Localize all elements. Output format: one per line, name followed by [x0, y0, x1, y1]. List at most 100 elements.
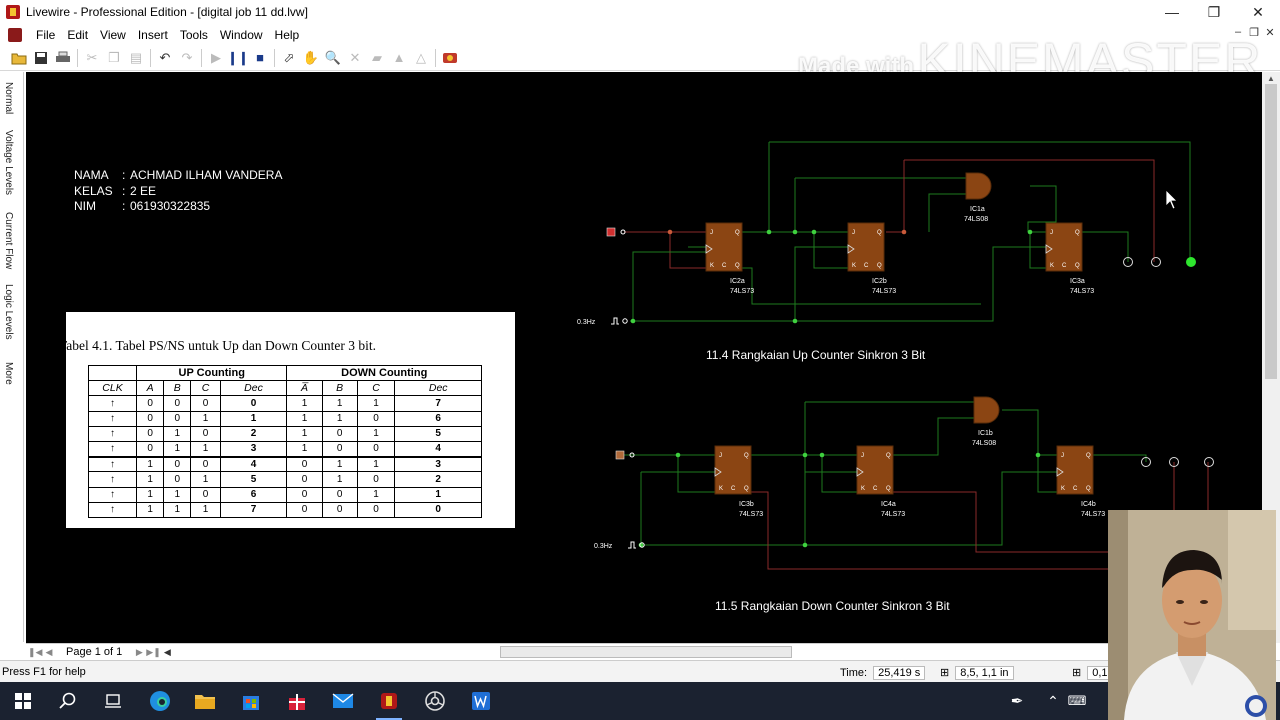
menu-window[interactable]: Window — [219, 27, 263, 42]
paste-icon[interactable]: ▤ — [129, 49, 143, 65]
first-page-icon[interactable]: ❚◀ — [28, 646, 43, 657]
menu-edit[interactable]: Edit — [67, 27, 89, 42]
last-page-icon[interactable]: ▶❚ — [146, 646, 161, 657]
clock-pin-icon[interactable] — [1045, 244, 1053, 254]
store-icon[interactable] — [232, 687, 270, 715]
switch-terminal[interactable] — [620, 229, 626, 235]
clock-source-icon[interactable] — [611, 317, 619, 325]
component-icon[interactable] — [439, 47, 461, 69]
undo-icon[interactable]: ↶ — [159, 49, 171, 65]
logic-toggle-switch[interactable] — [615, 450, 625, 460]
windows-start-icon[interactable] — [4, 687, 42, 715]
and-gate[interactable] — [973, 396, 1000, 424]
select-icon[interactable]: ⬀ — [283, 49, 295, 65]
schematic-canvas[interactable]: NAMA:ACHMAD ILHAM VANDERA KELAS:2 EE NIM… — [26, 72, 1262, 643]
menu-view[interactable]: View — [100, 27, 126, 42]
clock-pin-icon[interactable] — [856, 467, 864, 477]
next-page-icon[interactable]: ▶ — [135, 646, 143, 657]
cut-icon[interactable]: ✂ — [86, 49, 98, 65]
tab-logic-levels[interactable]: Logic Levels — [3, 284, 14, 340]
tab-voltage-levels[interactable]: Voltage Levels — [3, 130, 14, 196]
ic-name-label: IC2a — [730, 278, 745, 285]
toolbar: ✂ ❐ ▤ ↶ ↷ ▶ ❙❙ ■ ⬀ ✋ 🔍 ✕ ▰ ▲ △ — [0, 45, 1280, 71]
wire-junction — [792, 229, 798, 235]
wire-junction — [1027, 229, 1033, 235]
document-icon[interactable] — [8, 27, 22, 42]
tray-chevron-icon[interactable]: ⌃ — [1047, 692, 1059, 709]
graph-icon[interactable]: ▲ — [392, 50, 406, 65]
ic-name-label: IC1a — [970, 206, 985, 213]
tab-current-flow[interactable]: Current Flow — [3, 212, 14, 270]
horizontal-scroll-thumb[interactable] — [500, 646, 792, 658]
menu-tools[interactable]: Tools — [179, 27, 208, 42]
edge-icon[interactable] — [141, 687, 179, 715]
doc-minimize-button[interactable]: – — [1234, 26, 1242, 38]
clock-pin-icon[interactable] — [705, 244, 713, 254]
output-led[interactable] — [1186, 257, 1196, 267]
tab-more[interactable]: More — [3, 362, 14, 385]
network-pen-icon[interactable]: ✒ — [1010, 693, 1024, 710]
pin-clr-label: C — [873, 486, 878, 492]
minimize-button[interactable]: — — [1165, 4, 1179, 20]
jk-flipflop[interactable] — [856, 445, 894, 495]
delete-icon[interactable]: ✕ — [349, 49, 361, 65]
open-icon[interactable] — [8, 47, 30, 69]
output-led[interactable] — [1123, 257, 1133, 267]
pause-icon[interactable]: ❙❙ — [227, 49, 249, 65]
switch-terminal[interactable] — [629, 452, 635, 458]
pin-k-label: K — [852, 263, 856, 269]
clock-terminal[interactable] — [622, 318, 628, 324]
logic-toggle-switch[interactable] — [606, 227, 616, 237]
and-gate[interactable] — [965, 172, 992, 200]
stop-icon[interactable]: ■ — [256, 50, 264, 65]
gallery-icon[interactable]: △ — [416, 49, 426, 65]
mail-icon[interactable] — [324, 687, 362, 715]
menu-file[interactable]: File — [36, 27, 56, 42]
file-explorer-icon[interactable] — [186, 687, 224, 715]
livewire-app-icon[interactable] — [6, 5, 20, 19]
output-led[interactable] — [1169, 457, 1179, 467]
mouse-cursor-icon[interactable] — [1165, 189, 1178, 210]
vertical-scroll-thumb[interactable] — [1265, 84, 1277, 379]
network-icon[interactable]: ⌨ — [1067, 693, 1087, 708]
scroll-left-arrow[interactable]: ◀ — [163, 646, 171, 657]
chrome-icon[interactable] — [416, 687, 454, 715]
output-led[interactable] — [1141, 457, 1151, 467]
output-led[interactable] — [1204, 457, 1214, 467]
probe-icon[interactable]: ▰ — [372, 49, 382, 65]
prev-page-icon[interactable]: ◀ — [45, 646, 53, 657]
tab-normal[interactable]: Normal — [3, 82, 14, 115]
scroll-up-arrow[interactable]: ▲ — [1267, 74, 1275, 83]
jk-flipflop[interactable] — [847, 222, 885, 272]
doc-restore-button[interactable]: ❐ — [1249, 27, 1259, 39]
restore-button[interactable]: ❐ — [1207, 3, 1221, 20]
zoom-icon[interactable]: 🔍 — [324, 49, 342, 65]
doc-close-button[interactable]: ✕ — [1265, 27, 1275, 39]
menu-insert[interactable]: Insert — [137, 27, 168, 42]
print-icon[interactable] — [52, 47, 74, 69]
copy-icon[interactable]: ❐ — [108, 49, 120, 65]
play-icon[interactable]: ▶ — [211, 49, 221, 65]
clock-pin-icon[interactable] — [847, 244, 855, 254]
word-icon[interactable] — [462, 687, 500, 715]
jk-flipflop[interactable] — [1045, 222, 1083, 272]
search-icon[interactable] — [49, 687, 87, 715]
pan-icon[interactable]: ✋ — [302, 49, 320, 65]
clock-source-icon[interactable] — [628, 541, 636, 549]
jk-flipflop[interactable] — [705, 222, 743, 272]
livewire-icon[interactable] — [370, 687, 408, 720]
clock-pin-icon[interactable] — [1056, 467, 1064, 477]
clock-terminal[interactable] — [639, 542, 645, 548]
ps-ns-table-image[interactable]: Tabel 4.1. Tabel PS/NS untuk Up dan Down… — [66, 312, 515, 528]
circuit-schematic[interactable]: 0.3HzJKQQCIC2a74LS73JKQQCIC2b74LS73JKQQC… — [26, 72, 1262, 643]
close-button[interactable]: ✕ — [1252, 3, 1264, 20]
task-view-icon[interactable] — [94, 687, 132, 715]
save-icon[interactable] — [30, 47, 52, 69]
wire — [904, 159, 1155, 262]
output-led[interactable] — [1151, 257, 1161, 267]
clock-pin-icon[interactable] — [714, 467, 722, 477]
gift-icon[interactable] — [278, 687, 316, 715]
redo-icon[interactable]: ↷ — [181, 49, 193, 65]
vertical-scrollbar[interactable]: ▲ — [1262, 72, 1280, 643]
menu-help[interactable]: Help — [274, 27, 300, 42]
